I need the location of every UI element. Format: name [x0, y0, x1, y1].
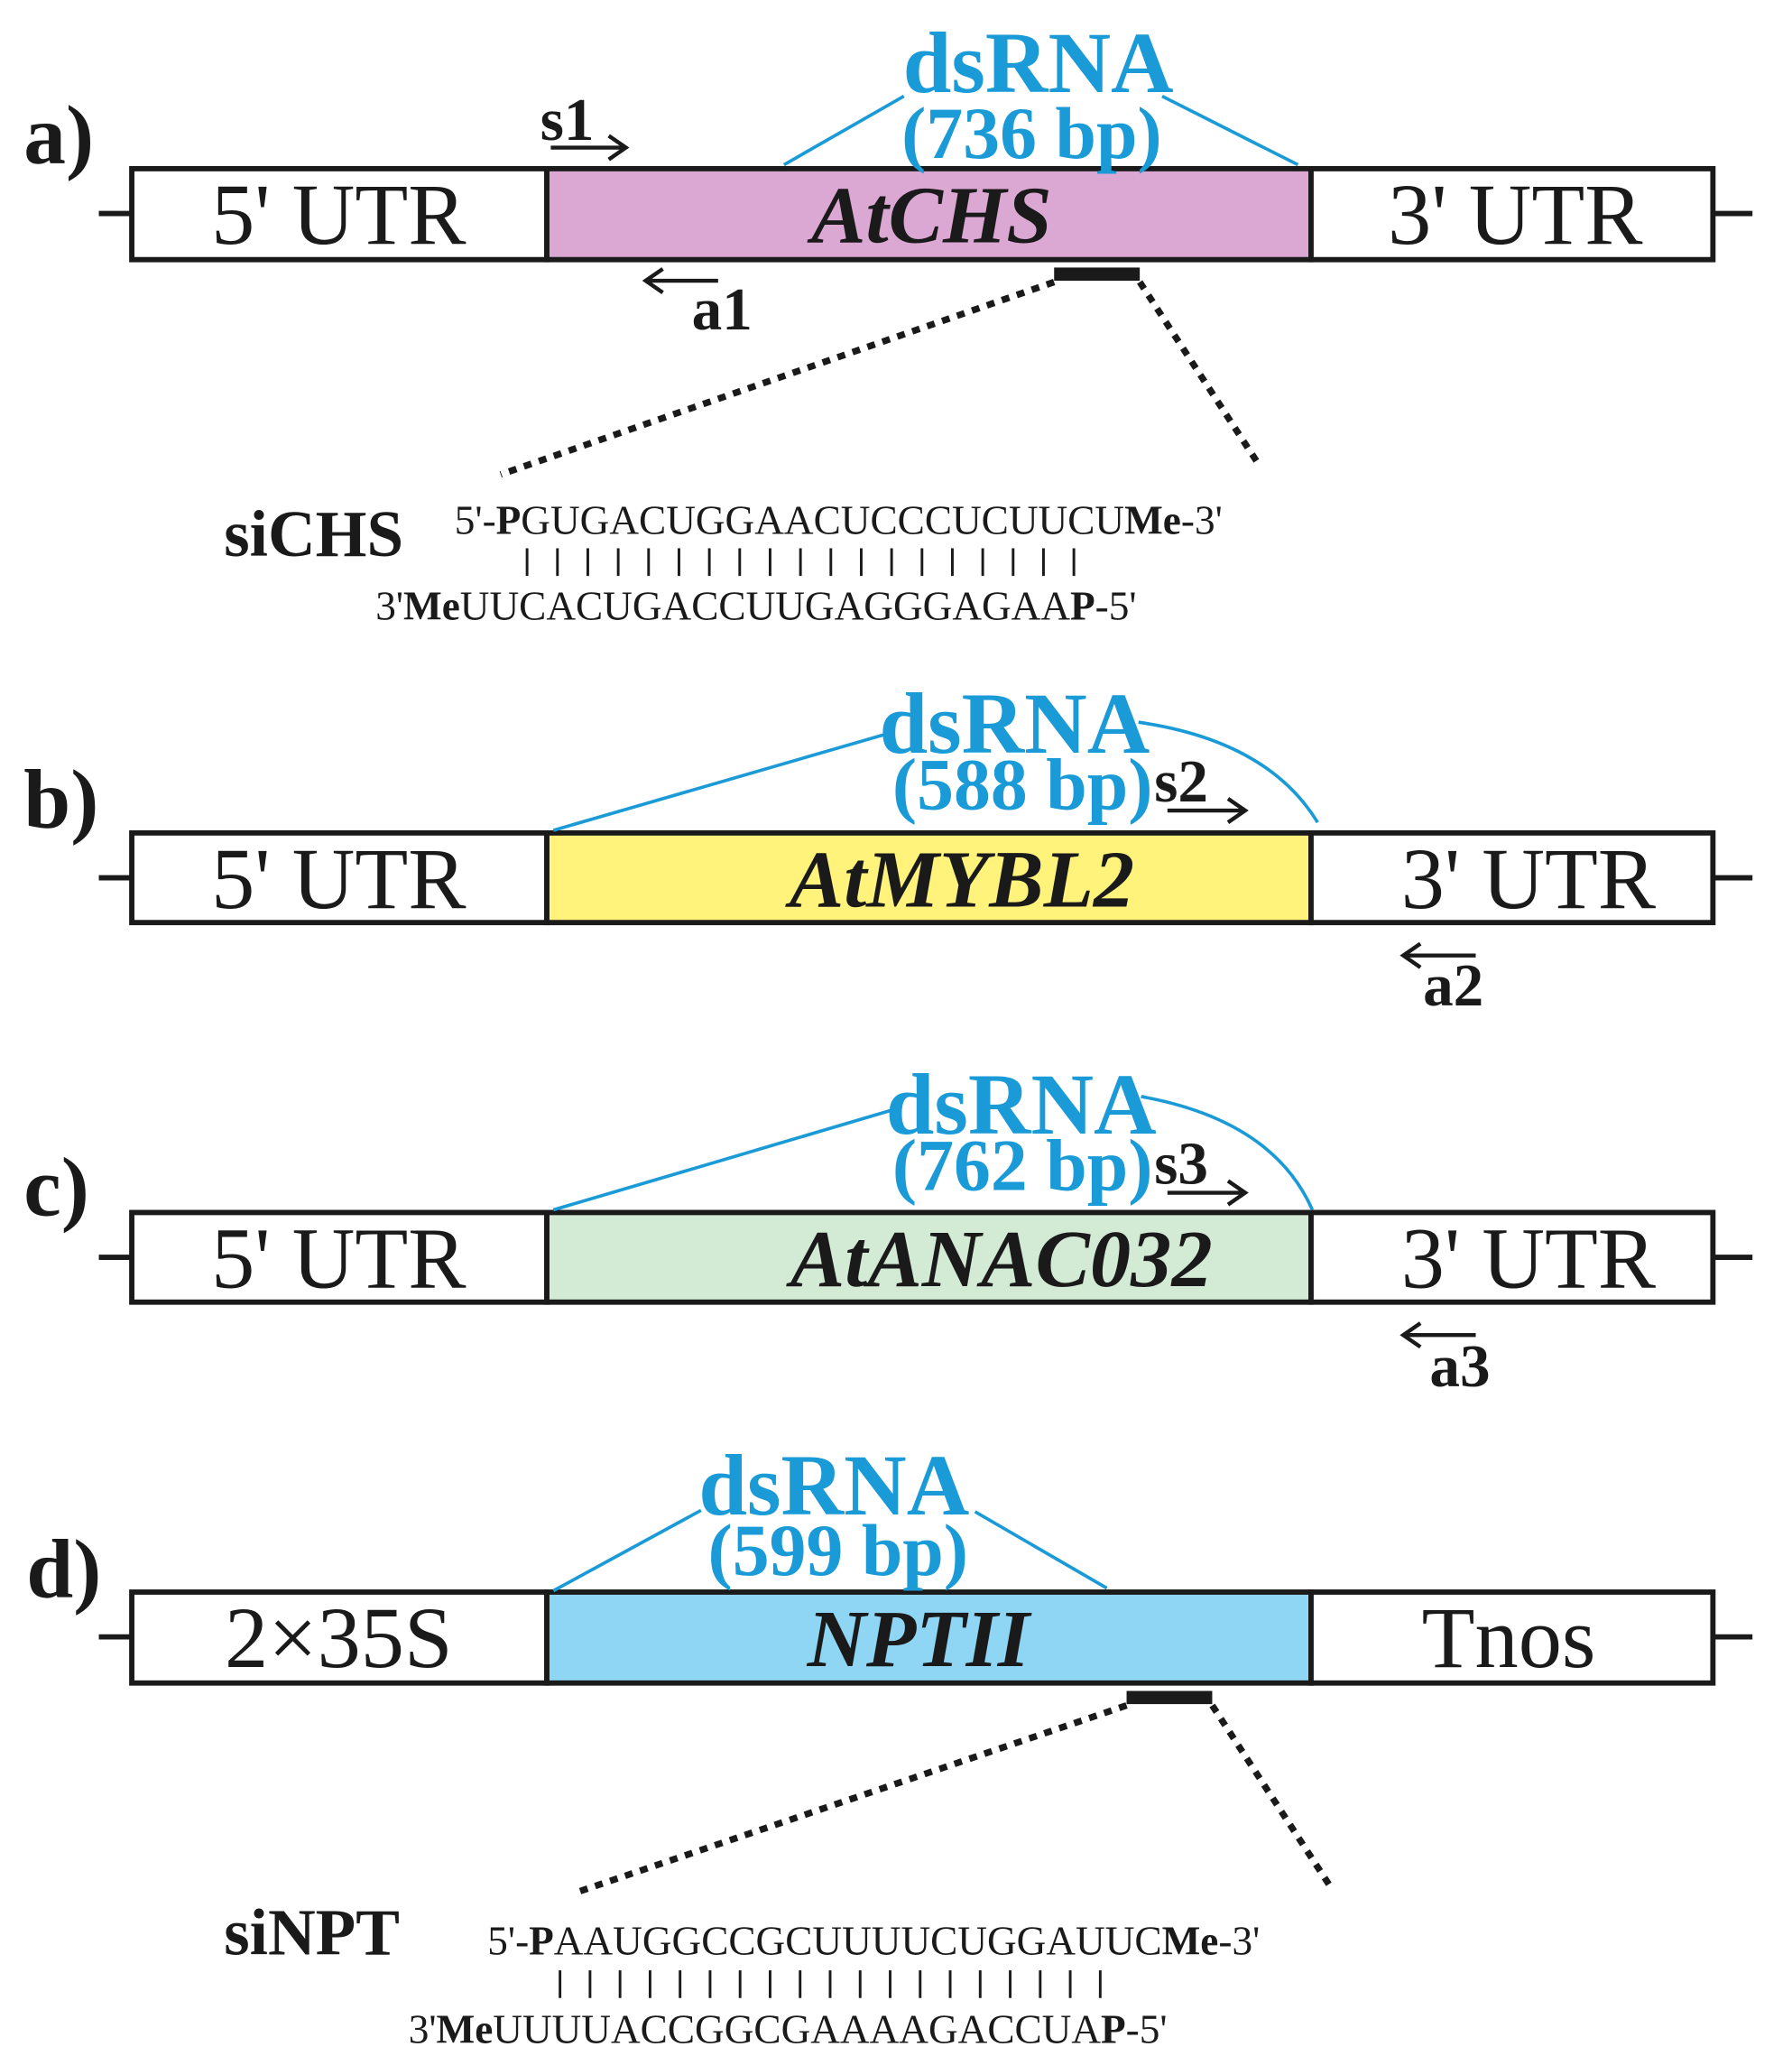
dsrna-bracket-left [782, 95, 905, 167]
gene-label: AtANAC032 [786, 1213, 1213, 1304]
dsrna-bracket-right [1138, 720, 1319, 824]
methyl-mark: Me [1162, 1919, 1219, 1964]
dsrna-bracket-left [552, 1107, 894, 1212]
terminator-segment [1308, 1589, 1716, 1686]
strand-sequence: AAUGGCCGCUUUUCUGGAUUC [554, 1919, 1162, 1964]
left-utr-segment [129, 1209, 550, 1305]
left-utr-label: 5' UTR [211, 166, 466, 263]
left-utr-label: 5' UTR [211, 1210, 466, 1307]
sirna-name: siNPT [224, 1896, 400, 1969]
dsrna-bracket-right [974, 1510, 1108, 1590]
sirna-antisense-strand: 3'MeUUUUACCGGCGAAAAGACCUAP-5' [409, 2006, 1168, 2051]
sense-primer-label: s3 [1154, 1129, 1208, 1197]
sirna-target-bar [1054, 267, 1141, 282]
left-arrow-icon [1399, 941, 1476, 969]
left-arrow-icon [1399, 1321, 1476, 1349]
terminator-label: Tnos [1422, 1589, 1596, 1686]
right-arrow-icon [1167, 797, 1249, 825]
panel-c: c) 5' UTR AtANAC032 3' UTR dsRNA (762 bp… [23, 1056, 1753, 1400]
phosphate-mark: P [529, 1919, 554, 1964]
sense-primer-label: s1 [540, 86, 595, 153]
panel-b: b) 5' UTR AtMYBL2 3' UTR dsRNA (588 bp) … [23, 675, 1753, 1019]
methyl-mark: Me [436, 2006, 493, 2051]
dsrna-length: (588 bp) [892, 744, 1153, 826]
sirna-sense-strand: 5'-PAAUGGCCGCUUUUCUGGAUUCMe-3' [487, 1919, 1260, 1964]
antisense-primer-label: a2 [1423, 951, 1483, 1019]
left-utr-label: 5' UTR [211, 830, 466, 927]
strand-end: -5' [1126, 2006, 1168, 2051]
strand-end: 3' [375, 583, 403, 628]
strand-end: -5' [1095, 583, 1137, 628]
phosphate-mark: P [1101, 2006, 1126, 2051]
strand-end: 3' [409, 2006, 437, 2051]
dsrna-length: (762 bp) [892, 1125, 1153, 1207]
strand-end: -3' [1218, 1919, 1260, 1964]
phosphate-mark: P [496, 497, 522, 542]
promoter-label: 2×35S [225, 1589, 452, 1686]
gene-segment-atchs [544, 165, 1314, 263]
panel-label: a) [23, 89, 94, 182]
panel-a: a) 5' UTR AtCHS 3' UTR dsRNA (736 bp) s1… [23, 14, 1753, 628]
zoom-dotted-line-left [499, 279, 1056, 478]
zoom-dotted-line-right [1137, 280, 1261, 467]
sirna-target-bar [1126, 1690, 1213, 1705]
panel-label: d) [26, 1523, 101, 1616]
right-utr-label: 3' UTR [1388, 166, 1643, 263]
dsrna-length: (736 bp) [901, 92, 1161, 174]
dsrna-label: dsRNA [903, 14, 1174, 111]
sense-primer-label: s2 [1154, 747, 1208, 815]
gene-label: NPTII [807, 1593, 1032, 1684]
antisense-primer-label: a3 [1429, 1332, 1490, 1400]
sirna-antisense-strand: 3'MeUUCACUGACCUUGAGGGAGAAP-5' [375, 583, 1136, 628]
right-arrow-icon [550, 134, 630, 162]
strand-end: 5'- [455, 497, 496, 542]
promoter-segment [129, 1589, 550, 1686]
left-utr-segment [129, 829, 550, 926]
panel-label: b) [23, 754, 98, 847]
dsrna-bracket-left [552, 1508, 702, 1593]
panel-label: c) [23, 1141, 89, 1234]
dsrna-label: dsRNA [879, 675, 1150, 772]
strand-end: -3' [1181, 497, 1223, 542]
sirna-name: siCHS [224, 497, 403, 570]
gene-label: AtMYBL2 [785, 834, 1134, 925]
zoom-dotted-line-right [1209, 1703, 1334, 1890]
panel-d: d) 2×35S NPTII Tnos dsRNA (599 bp) siNPT… [26, 1437, 1753, 2051]
dsrna-label: dsRNA [886, 1056, 1157, 1153]
strand-sequence: UUUUACCGGCGAAAAGACCUA [493, 2006, 1101, 2051]
right-utr-label: 3' UTR [1401, 830, 1657, 927]
strand-sequence: GUGACUGGAACUCCCUCUUCU [521, 497, 1124, 542]
zoom-dotted-line-left [578, 1702, 1128, 1894]
base-pairing-marks [559, 1970, 1102, 1998]
right-arrow-icon [1167, 1179, 1249, 1207]
methyl-mark: Me [403, 583, 460, 628]
strand-end: 5'- [487, 1919, 529, 1964]
dsrna-bracket-left [552, 731, 891, 832]
right-utr-segment [1308, 165, 1716, 263]
methyl-mark: Me [1124, 497, 1181, 542]
right-utr-segment [1308, 829, 1716, 926]
phosphate-mark: P [1070, 583, 1095, 628]
dsrna-label: dsRNA [698, 1437, 969, 1533]
dsrna-bracket-right [1141, 1095, 1315, 1211]
gene-segment-nptii [544, 1589, 1314, 1686]
gene-segment-atanac032 [544, 1209, 1314, 1305]
strand-sequence: UUCACUGACCUUGAGGGAGAA [460, 583, 1071, 628]
sirna-sense-strand: 5'-PGUGACUGGAACUCCCUCUUCUMe-3' [455, 497, 1223, 542]
dsrna-length: (599 bp) [707, 1509, 968, 1591]
antisense-primer-label: a1 [692, 275, 753, 343]
left-arrow-icon [642, 267, 718, 294]
dsrna-bracket-right [1161, 94, 1299, 167]
base-pairing-marks [525, 548, 1076, 577]
right-utr-label: 3' UTR [1401, 1210, 1657, 1307]
gene-segment-atmybl2 [544, 829, 1314, 926]
gene-label: AtCHS [807, 170, 1052, 261]
